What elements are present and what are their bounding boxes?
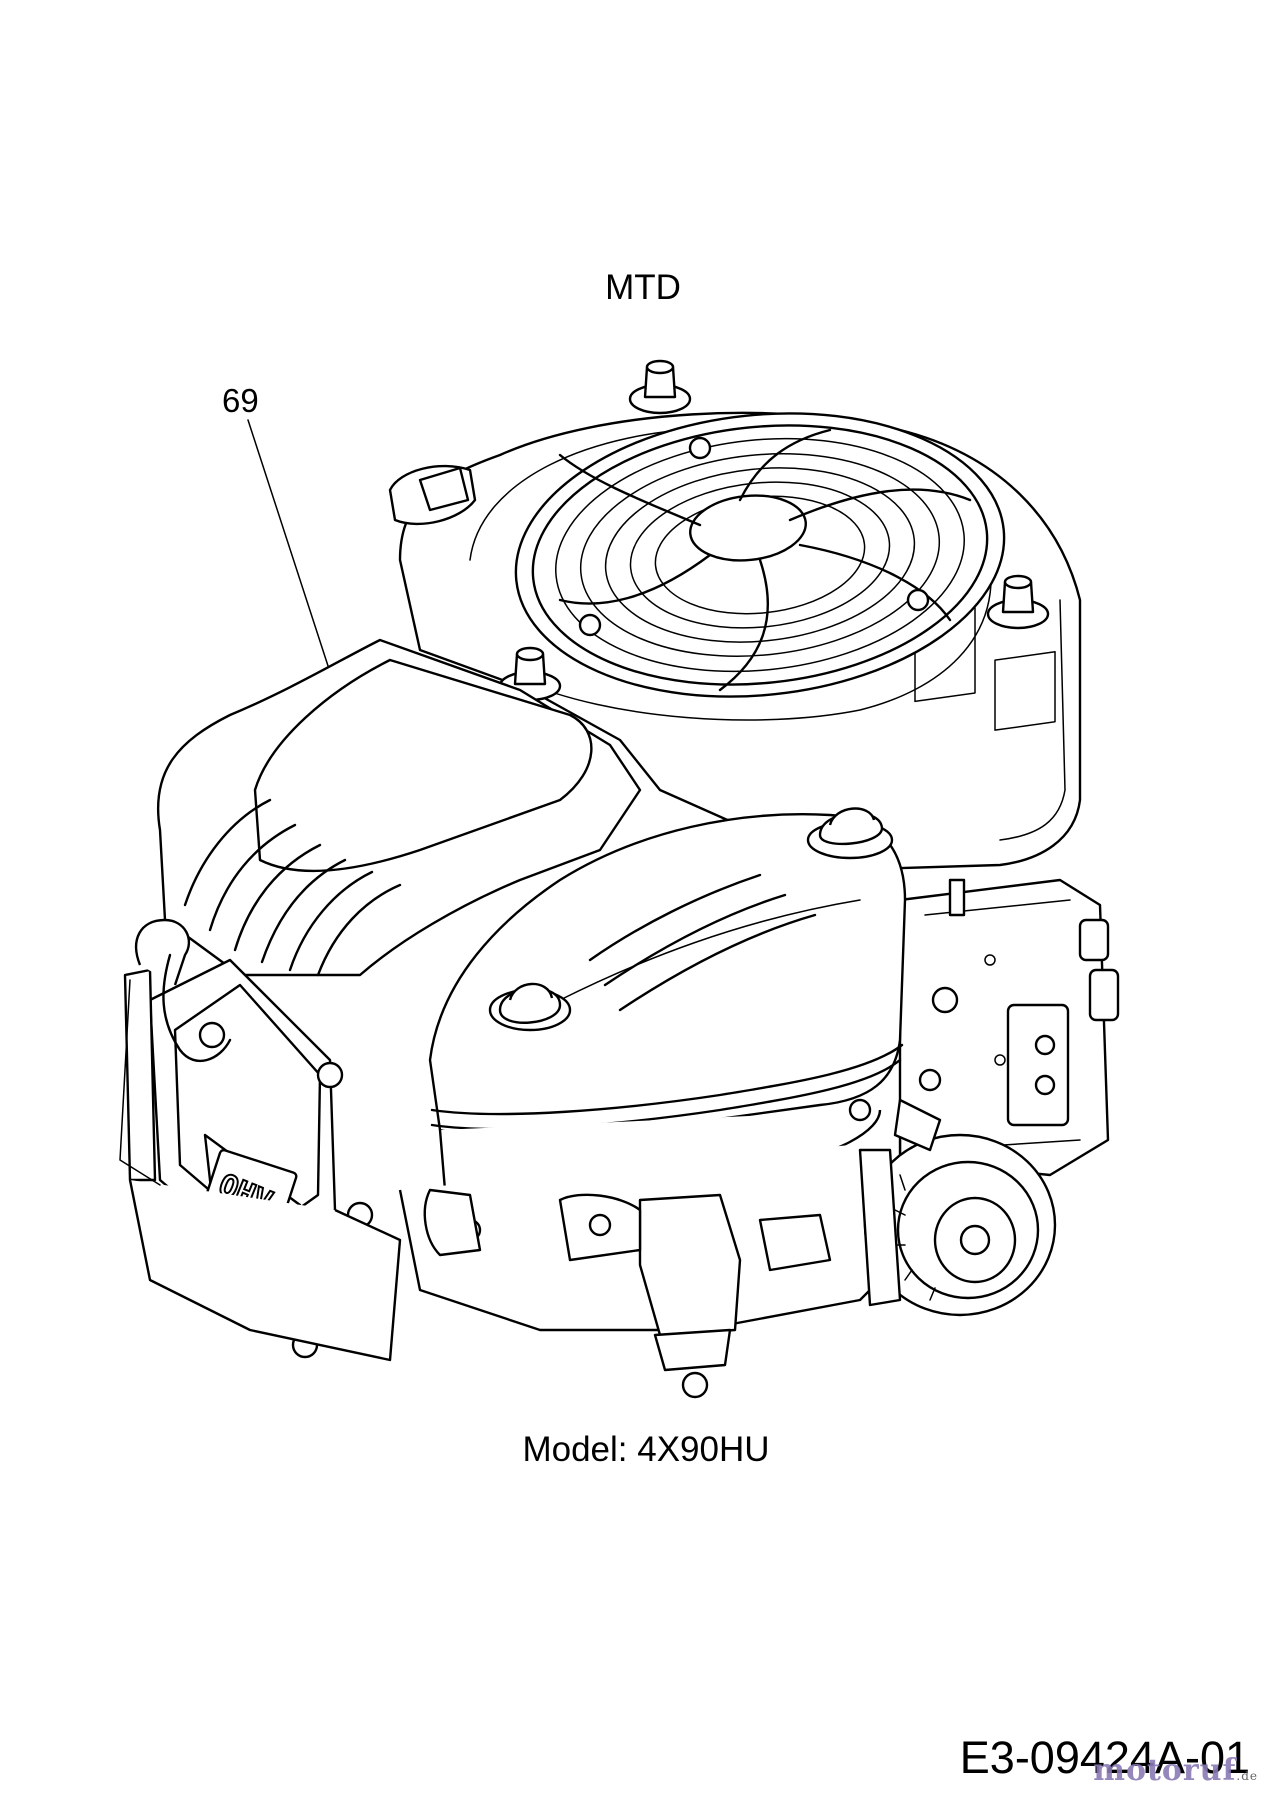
brand-label: MTD: [605, 268, 681, 307]
blower-housing: [398, 411, 1082, 872]
watermark-tld: .de: [1236, 1769, 1258, 1783]
oil-filter: [858, 1133, 1057, 1317]
watermark-text: motoruf: [1093, 1753, 1237, 1788]
engine-block: [898, 878, 1110, 1177]
side-fittings: [848, 918, 1120, 1152]
cylinder-shroud: [156, 638, 642, 977]
spark-plug-wire: [162, 953, 232, 1062]
part-number: E3-09424A-01: [959, 1732, 1250, 1783]
watermark: motoruf.de: [1093, 1753, 1258, 1788]
callout-leader-line: [247, 419, 331, 673]
carburetor: [423, 1188, 832, 1399]
model-caption: Model: 4X90HU: [522, 1430, 770, 1469]
dipstick-cap: [806, 807, 894, 860]
callout-number: 69: [222, 382, 259, 419]
